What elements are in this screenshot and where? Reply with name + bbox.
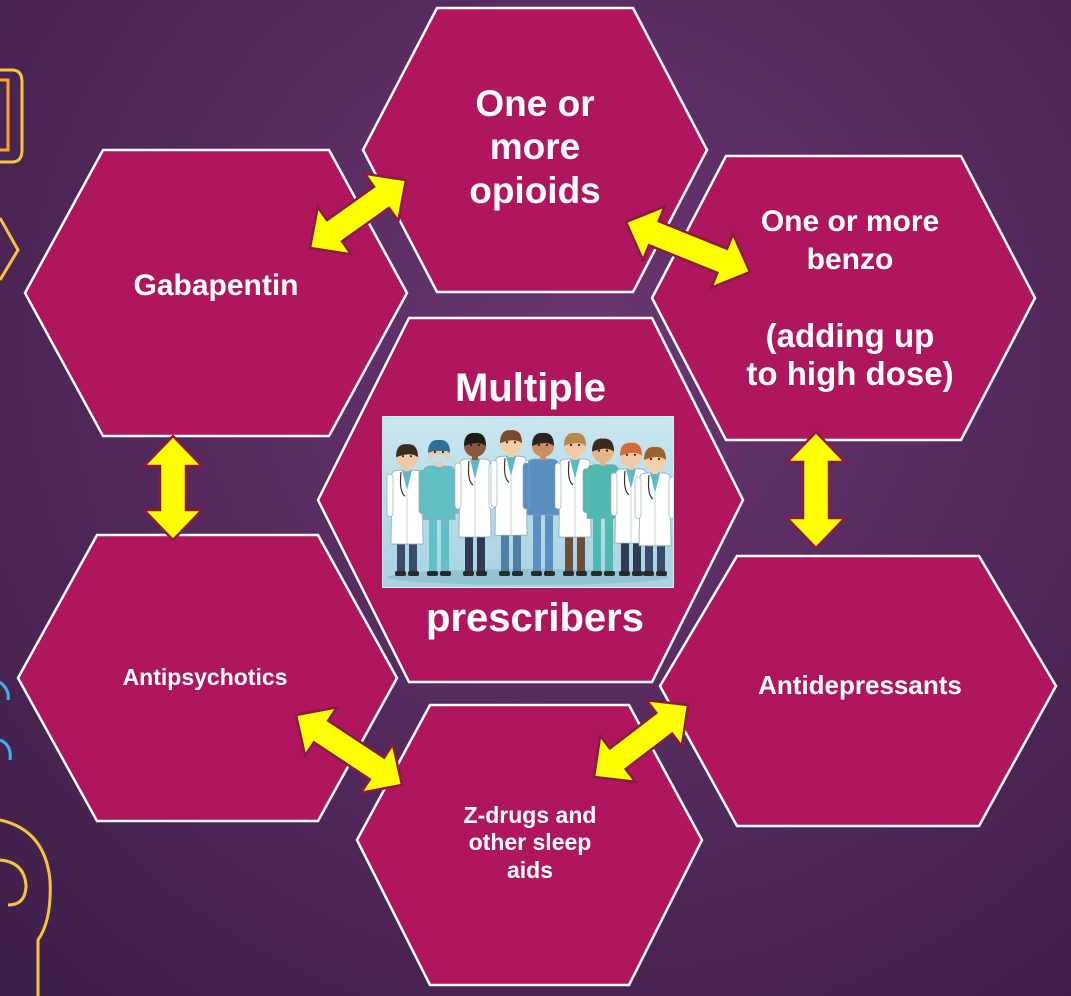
hex-opioids — [361, 6, 709, 294]
doctor-figure — [454, 432, 496, 576]
decorative-outline-left — [0, 68, 52, 996]
doctor-figure — [522, 432, 564, 576]
double-arrow-gabapentin-antipsychotics — [141, 434, 205, 542]
doctor-figure — [634, 446, 673, 576]
label-opioids: One or more opioids — [469, 83, 601, 211]
double-arrow-benzo-antidepressants — [784, 430, 848, 550]
label-benzo-dose: (adding up to high dose) — [746, 317, 954, 392]
label-benzo: One or more benzo — [760, 204, 940, 276]
hex-antidepressants — [658, 554, 1058, 828]
label-zdrugs: Z-drugs and other sleep aids — [463, 801, 597, 883]
hex-benzo — [650, 154, 1037, 442]
label-antidepressants: Antidepressants — [758, 670, 962, 701]
doctor-figure — [490, 430, 532, 576]
hex-gabapentin — [23, 148, 409, 438]
center-title: Multiple — [454, 366, 607, 410]
label-gabapentin: Gabapentin — [133, 269, 299, 302]
double-arrow-gabapentin-opioids — [308, 172, 408, 256]
medical-team-image — [382, 416, 674, 588]
center-subtitle: prescribers — [426, 596, 644, 640]
hex-antipsychotics — [16, 533, 399, 823]
double-arrow-antipsychotics-zdrugs — [294, 705, 404, 795]
arrow-layer — [141, 172, 848, 795]
double-arrow-zdrugs-antidepressants — [592, 698, 690, 784]
label-antipsychotics: Antipsychotics — [122, 664, 288, 691]
double-arrow-opioids-benzo — [624, 204, 752, 290]
